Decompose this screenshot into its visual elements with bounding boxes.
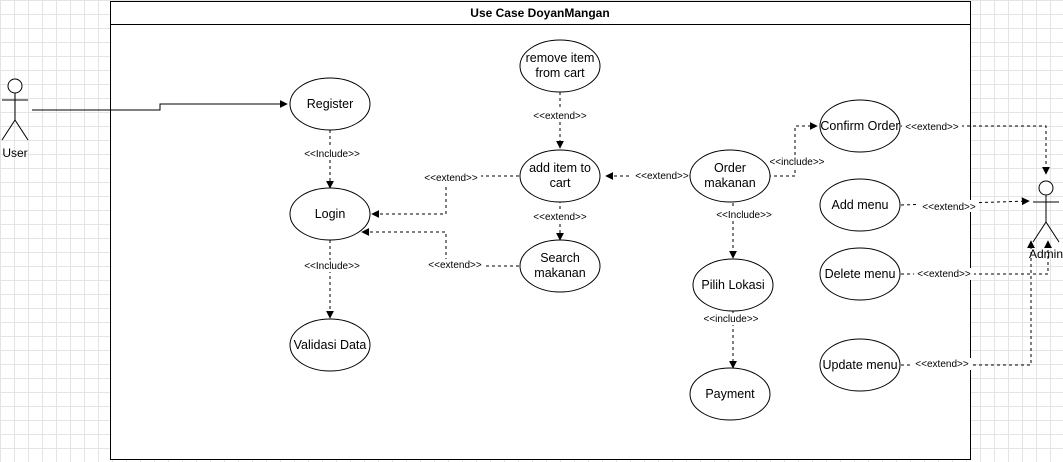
use-case-update-menu[interactable]: Update menu — [819, 338, 901, 392]
use-case-order-makanan[interactable]: Order makanan — [689, 149, 771, 203]
search-label-line1: Search — [540, 251, 580, 265]
register-login-label: <<Include>> — [304, 149, 360, 160]
additem-search-label: <<extend>> — [533, 212, 587, 223]
use-case-register[interactable]: Register — [289, 77, 371, 131]
use-case-search-makanan[interactable]: Search makanan — [519, 239, 601, 293]
payment-label: Payment — [705, 387, 755, 401]
use-cases: Register Login Validasi Data remove item… — [289, 39, 901, 421]
use-case-confirm-order[interactable]: Confirm Order — [819, 99, 901, 153]
delete-menu-label: Delete menu — [825, 267, 896, 281]
login-label: Login — [315, 207, 346, 221]
use-case-remove-item[interactable]: remove item from cart — [519, 39, 601, 93]
use-case-add-item[interactable]: add item to cart — [519, 149, 601, 203]
order-label-line2: makanan — [704, 176, 755, 190]
order-confirm-link — [768, 122, 818, 177]
user-actor-label: User — [2, 146, 27, 160]
pilih-payment-label: <<include>> — [703, 314, 758, 325]
search-label-line2: makanan — [534, 266, 585, 280]
user-stick-figure-icon — [1, 78, 29, 141]
register-label: Register — [307, 97, 354, 111]
user-register-association — [32, 100, 288, 111]
use-case-payment[interactable]: Payment — [689, 367, 771, 421]
remove-additem-label: <<extend>> — [533, 111, 587, 122]
relation-labels: <<Include>> <<Include>> <<extend>> <<ext… — [300, 110, 979, 370]
use-case-delete-menu[interactable]: Delete menu — [819, 247, 901, 301]
additem-login-label: <<extend>> — [424, 173, 478, 184]
use-case-validasi-data[interactable]: Validasi Data — [289, 318, 371, 372]
order-pilih-label: <<Include>> — [716, 210, 772, 221]
admin-stick-figure-icon — [1032, 180, 1060, 243]
confirm-admin-label: <<extend>> — [905, 122, 959, 133]
add-item-label-line2: cart — [550, 176, 571, 190]
order-additem-label: <<extend>> — [635, 171, 689, 182]
validasi-data-label: Validasi Data — [294, 338, 367, 352]
updatemenu-admin-label: <<extend>> — [915, 359, 969, 370]
admin-actor-label: Admin — [1029, 247, 1063, 261]
use-case-add-menu[interactable]: Add menu — [819, 178, 901, 232]
search-login-label: <<extend>> — [428, 260, 482, 271]
use-case-login[interactable]: Login — [289, 187, 371, 241]
login-validasi-label: <<Include>> — [304, 261, 360, 272]
pilih-lokasi-label: Pilih Lokasi — [701, 278, 764, 292]
add-menu-label: Add menu — [832, 198, 889, 212]
deletemenu-admin-label: <<extend>> — [917, 269, 971, 280]
confirm-order-label: Confirm Order — [820, 119, 899, 133]
use-case-pilih-lokasi[interactable]: Pilih Lokasi — [692, 258, 774, 312]
actor-user[interactable]: User — [1, 78, 29, 160]
order-label-line1: Order — [714, 161, 746, 175]
actor-admin[interactable]: Admin — [1029, 180, 1063, 261]
order-confirm-label: <<include>> — [769, 157, 824, 168]
add-item-label-line1: add item to — [529, 161, 591, 175]
additem-login-link — [371, 175, 519, 218]
addmenu-admin-label: <<extend>> — [922, 202, 976, 213]
remove-item-label-line1: remove item — [526, 51, 595, 65]
update-menu-label: Update menu — [822, 358, 897, 372]
system-title: Use Case DoyanMangan — [470, 6, 609, 20]
remove-item-label-line2: from cart — [535, 66, 585, 80]
